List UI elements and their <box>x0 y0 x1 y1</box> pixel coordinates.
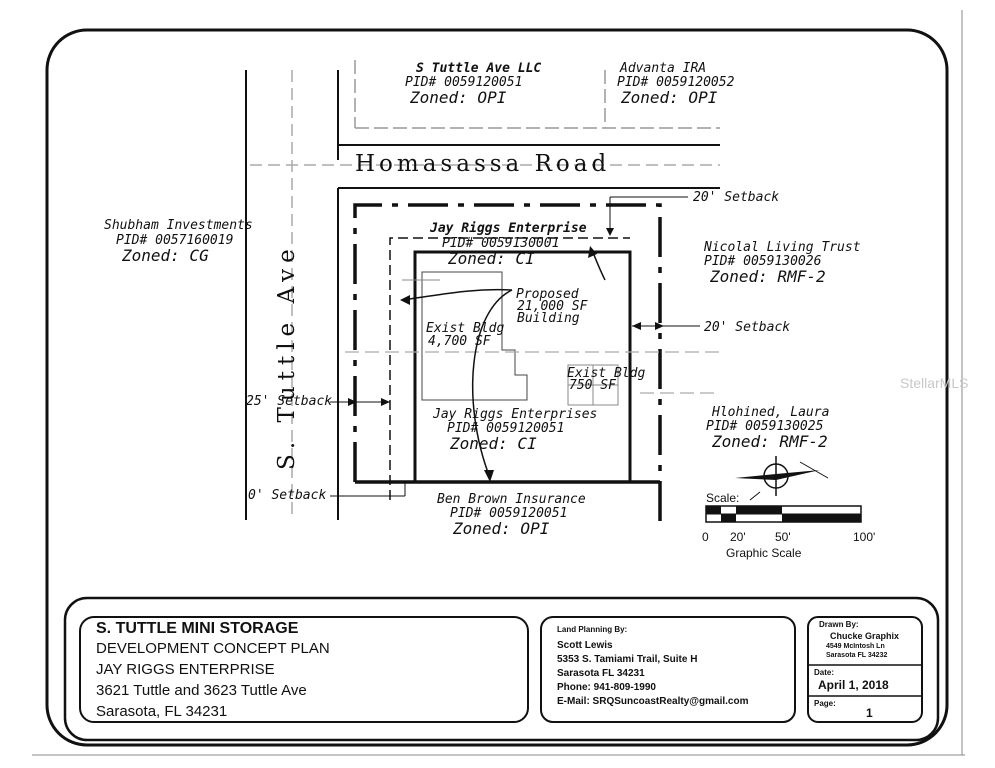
title-block-line5: Sarasota, FL 34231 <box>96 703 228 720</box>
drawn-addr1: 4549 McIntosh Ln <box>826 643 885 650</box>
drawn-date-label: Date: <box>814 668 835 677</box>
advanta-owner: Advanta IRA <box>620 61 707 76</box>
hlohined-owner: Hlohined, Laura <box>712 405 830 420</box>
planning-box <box>540 616 796 723</box>
west-setback-label: 25' Setback <box>246 394 333 409</box>
outer-border <box>45 28 949 747</box>
jay-riggs-north-pid: PID# 0059130001 <box>442 236 560 251</box>
scale-tick-50: 50' <box>775 530 791 544</box>
title-block-line3: JAY RIGGS ENTERPRISE <box>96 661 275 678</box>
homasassa-road-label: Homasassa Road <box>355 151 611 177</box>
graphic-scale-bar <box>705 505 862 523</box>
planning-phone: Phone: 941-809-1990 <box>557 682 656 693</box>
proposed-line3: Building <box>517 311 580 326</box>
advanta-pid: PID# 0059120052 <box>617 75 735 90</box>
jay-riggs-south-pid: PID# 0059120051 <box>447 421 565 436</box>
drawn-header: Drawn By: <box>819 620 859 629</box>
proposed-line2: 21,000 SF <box>517 299 588 314</box>
north-arrow-icon <box>735 456 829 501</box>
planning-city: Sarasota FL 34231 <box>557 668 645 679</box>
nicolal-zoned: Zoned: RMF-2 <box>710 267 826 286</box>
exist-bldg-2-line2: 750 SF <box>569 378 616 393</box>
scale-tick-100: 100' <box>853 530 876 544</box>
scale-tick-0: 0 <box>702 530 709 544</box>
watermark: StellarMLS <box>900 375 969 391</box>
ben-brown-pid: PID# 0059120051 <box>450 506 568 521</box>
drawn-page-label: Page: <box>814 699 836 708</box>
shubham-zoned: Zoned: CG <box>122 246 209 265</box>
existing-building-4700 <box>421 271 528 401</box>
s-tuttle-llc-owner: S Tuttle Ave LLC <box>416 61 542 76</box>
exist-bldg-1-line1: Exist Bldg <box>426 321 505 336</box>
shubham-owner: Shubham Investments <box>104 218 253 233</box>
exist-bldg-1-line2: 4,700 SF <box>428 334 491 349</box>
planning-name: Scott Lewis <box>557 640 613 651</box>
drawn-company: Chucke Graphix <box>830 631 900 641</box>
title-block-line4: 3621 Tuttle and 3623 Tuttle Ave <box>96 682 307 699</box>
north-setback-label: 20' Setback <box>693 190 780 205</box>
scale-label: Scale: <box>706 491 740 505</box>
proposed-building <box>413 250 632 484</box>
planning-address: 5353 S. Tamiami Trail, Suite H <box>557 654 698 665</box>
title-block-line2: DEVELOPMENT CONCEPT PLAN <box>96 640 330 657</box>
nicolal-owner: Nicolal Living Trust <box>704 240 861 255</box>
scale-caption: Graphic Scale <box>726 546 802 560</box>
exist-bldg-2-line1: Exist Bldg <box>567 366 646 381</box>
drawn-page: 1 <box>866 706 873 720</box>
planning-email: E-Mail: SRQSuncoastRealty@gmail.com <box>557 696 749 707</box>
title-block-title: S. TUTTLE MINI STORAGE <box>96 620 299 637</box>
proposed-arrow-south <box>471 289 513 479</box>
east-setback-label: 20' Setback <box>704 320 791 335</box>
proposed-line1: Proposed <box>516 287 579 302</box>
property-boundary <box>353 203 662 530</box>
advanta-zoned: Zoned: OPI <box>621 88 718 107</box>
nicolal-pid: PID# 0059130026 <box>704 254 822 269</box>
hlohined-zoned: Zoned: RMF-2 <box>712 432 828 451</box>
jay-riggs-south-owner: Jay Riggs Enterprises <box>433 407 598 422</box>
drawn-date: April 1, 2018 <box>818 678 889 692</box>
planning-header: Land Planning By: <box>557 625 628 634</box>
drawn-by-box <box>807 616 923 723</box>
south-setback-label: 0' Setback <box>248 488 327 503</box>
jay-riggs-north-zoned: Zoned: CI <box>448 249 535 268</box>
ben-brown-zoned: Zoned: OPI <box>453 519 550 538</box>
scale-tick-20: 20' <box>730 530 746 544</box>
jay-riggs-north-owner: Jay Riggs Enterprise <box>430 221 587 236</box>
project-info-box <box>79 616 529 723</box>
s-tuttle-llc-pid: PID# 0059120051 <box>405 75 523 90</box>
ben-brown-owner: Ben Brown Insurance <box>437 492 586 507</box>
s-tuttle-llc-zoned: Zoned: OPI <box>410 88 507 107</box>
drawn-addr2: Sarasota FL 34232 <box>826 652 888 659</box>
tuttle-ave-label: S. Tuttle Ave <box>274 243 300 470</box>
setback-line <box>389 237 630 500</box>
title-block-frame <box>63 596 940 742</box>
hlohined-pid: PID# 0059130025 <box>706 419 824 434</box>
proposed-arrow-west <box>401 288 513 301</box>
shubham-pid: PID# 0057160019 <box>116 233 234 248</box>
jay-riggs-south-zoned: Zoned: CI <box>450 434 537 453</box>
